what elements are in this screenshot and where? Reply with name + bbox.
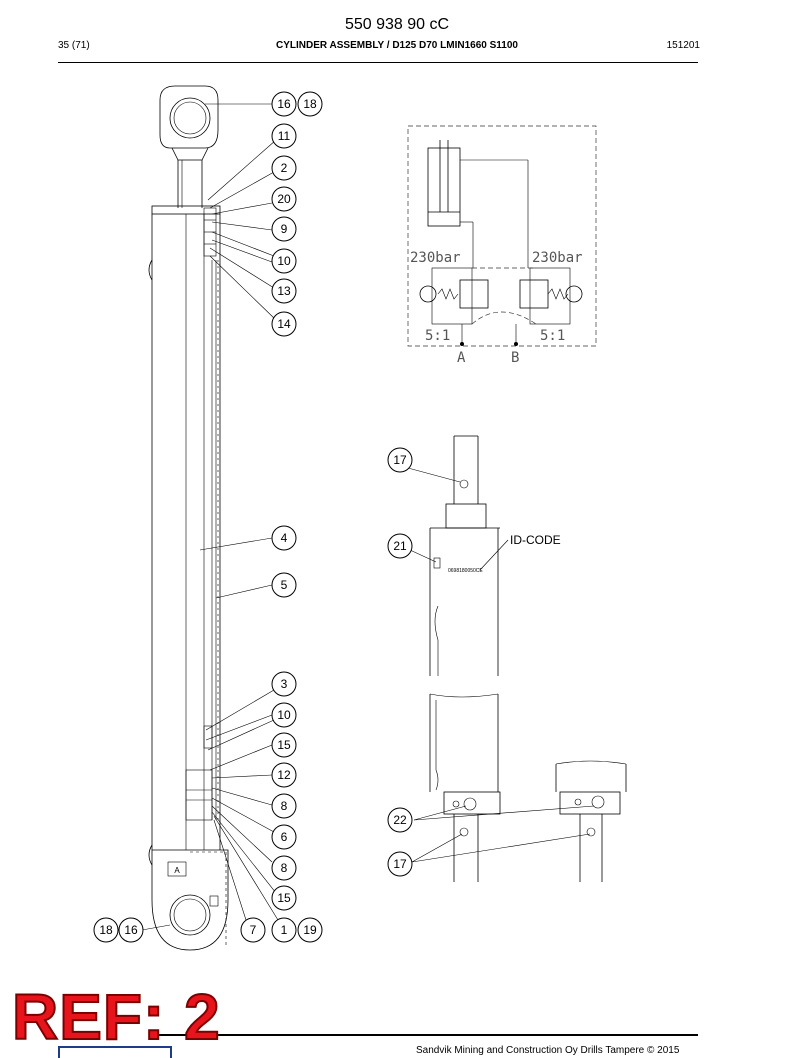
page-indicator: 35 (71) [58, 40, 90, 51]
balloon-1: 1 [271, 917, 297, 943]
ref-stamp: REF: 2 [11, 981, 221, 1053]
balloon-16-bottom: 16 [118, 917, 144, 943]
bottom-eye-bore [169, 894, 211, 936]
balloon-15-upper: 15 [271, 732, 297, 758]
balloon-4: 4 [271, 525, 297, 551]
schematic-boundary [407, 125, 597, 347]
svg-text:1: 1 [281, 923, 288, 937]
svg-text:4: 4 [281, 531, 288, 545]
balloon-10-bottom: 10 [271, 702, 297, 728]
svg-text:2: 2 [281, 161, 288, 175]
balloon-8-upper: 8 [271, 793, 297, 819]
balloon-22: 22 [387, 807, 413, 833]
svg-text:17: 17 [393, 453, 407, 467]
drawing-title: CYLINDER ASSEMBLY / D125 D70 LMIN1660 S1… [276, 40, 518, 51]
balloon-6: 6 [271, 824, 297, 850]
footer-rule [150, 1034, 698, 1036]
hydraulic-schematic: 230bar 230bar 5:1 5:1 A B [407, 125, 597, 366]
balloon-13: 13 [271, 278, 297, 304]
svg-text:5: 5 [281, 578, 288, 592]
balloon-5: 5 [271, 572, 297, 598]
left-ratio-label: 5:1 [425, 328, 450, 344]
balloon-7: 7 [240, 917, 266, 943]
svg-text:3: 3 [281, 677, 288, 691]
right-ratio-label: 5:1 [540, 328, 565, 344]
svg-text:13: 13 [277, 284, 291, 298]
left-pressure-label: 230bar [410, 250, 461, 266]
cylinder-assembly-drawing: A [141, 85, 279, 951]
svg-text:16: 16 [124, 923, 138, 937]
svg-text:14: 14 [277, 317, 291, 331]
balloon-14: 14 [271, 311, 297, 337]
svg-text:9: 9 [281, 222, 288, 236]
balloon-18-bottom: 18 [93, 917, 119, 943]
port-a-label: A [457, 350, 466, 366]
svg-text:15: 15 [277, 738, 291, 752]
id-code-label: ID-CODE [510, 533, 561, 547]
svg-text:A: A [174, 866, 180, 875]
svg-text:15: 15 [277, 891, 291, 905]
balloon-11: 11 [271, 123, 297, 149]
balloon-17-upper: 17 [387, 447, 413, 473]
header-rule [58, 62, 698, 63]
balloon-group-main: 16 18 11 2 20 9 10 13 14 4 5 3 10 15 12 … [93, 91, 323, 943]
id-code-detail: 0698180050CE ID-CODE [407, 435, 561, 676]
svg-text:12: 12 [277, 768, 291, 782]
svg-text:18: 18 [99, 923, 113, 937]
barrel-top-ring [151, 205, 221, 215]
svg-text:10: 10 [277, 254, 291, 268]
footer-copyright: Sandvik Mining and Construction Oy Drill… [416, 1045, 680, 1056]
id-plate-text: 0698180050CE [448, 568, 483, 574]
balloon-group-detail: 17 21 22 17 [387, 447, 413, 877]
balloon-10-top: 10 [271, 248, 297, 274]
brand-logo-fragment [58, 1046, 172, 1058]
balloon-8-lower: 8 [271, 855, 297, 881]
svg-text:18: 18 [303, 97, 317, 111]
svg-text:7: 7 [250, 923, 257, 937]
rod-eye-top [159, 85, 219, 149]
svg-text:8: 8 [281, 799, 288, 813]
document-number: 550 938 90 cC [344, 16, 450, 33]
balloon-3: 3 [271, 671, 297, 697]
balloon-21: 21 [387, 533, 413, 559]
balloon-12: 12 [271, 762, 297, 788]
lower-detail-views [411, 693, 627, 882]
port-b-label: B [511, 350, 519, 366]
svg-text:8: 8 [281, 861, 288, 875]
balloon-19: 19 [297, 917, 323, 943]
balloon-15-lower: 15 [271, 885, 297, 911]
balloon-2: 2 [271, 155, 297, 181]
svg-text:22: 22 [393, 813, 407, 827]
svg-text:6: 6 [281, 830, 288, 844]
balloon-9: 9 [271, 216, 297, 242]
svg-text:20: 20 [277, 192, 291, 206]
svg-text:21: 21 [393, 539, 407, 553]
date-code: 151201 [666, 40, 700, 51]
balloon-17-lower: 17 [387, 851, 413, 877]
svg-text:17: 17 [393, 857, 407, 871]
balloon-16-top: 16 [271, 91, 297, 117]
balloon-20: 20 [271, 186, 297, 212]
svg-text:10: 10 [277, 708, 291, 722]
svg-text:11: 11 [278, 129, 291, 143]
right-pressure-label: 230bar [532, 250, 583, 266]
rod-eye-bore [169, 97, 211, 139]
balloon-18-top: 18 [297, 91, 323, 117]
svg-text:19: 19 [303, 923, 317, 937]
svg-text:16: 16 [277, 97, 291, 111]
bottom-end-cap [151, 849, 229, 951]
